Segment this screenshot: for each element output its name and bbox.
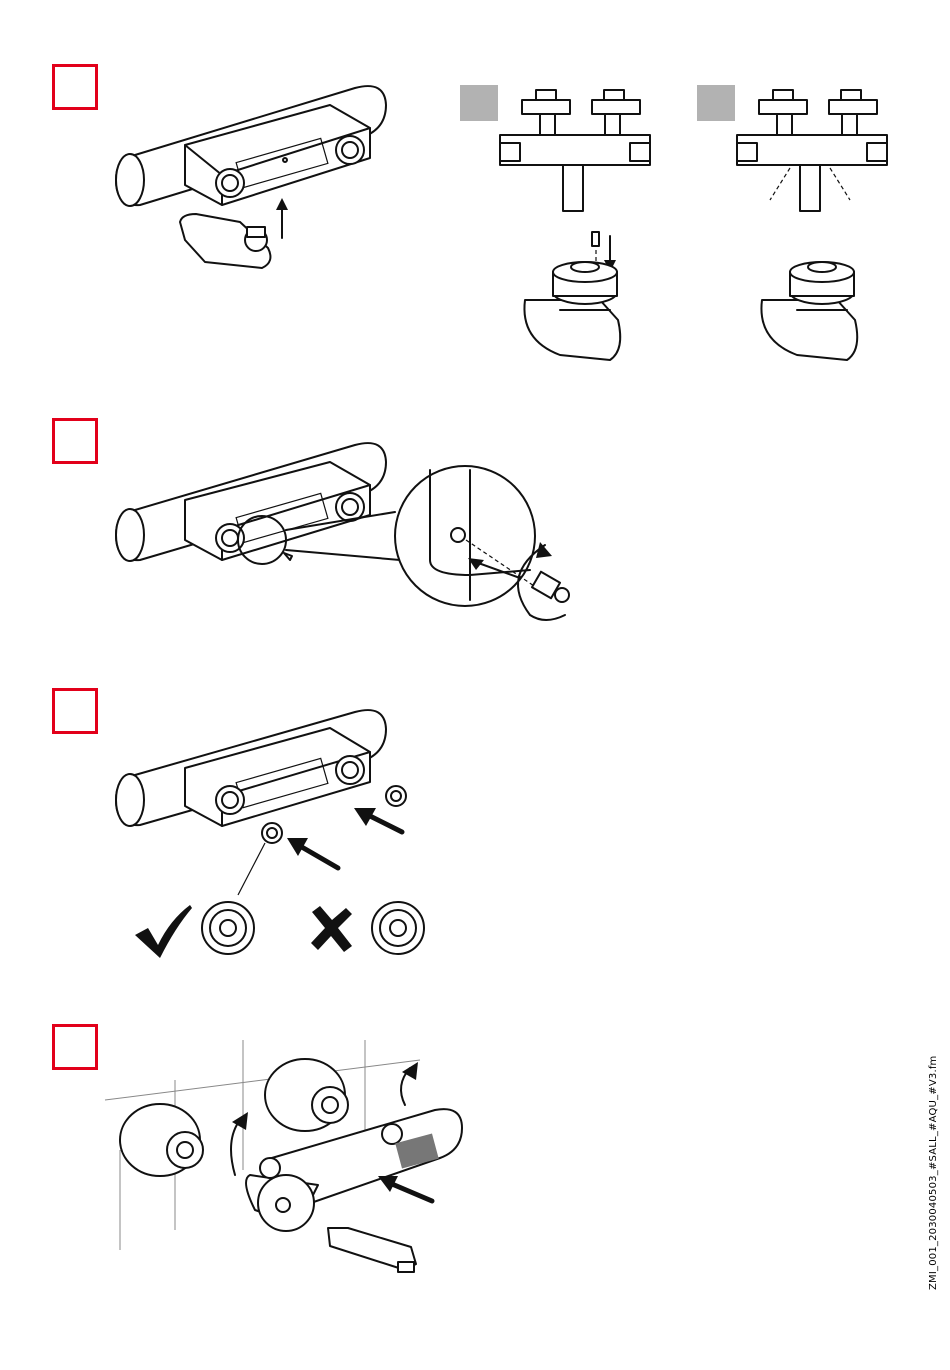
cross-mark-icon xyxy=(311,906,352,952)
step3-mixer-illustration xyxy=(116,710,424,958)
step4-installation-illustration xyxy=(105,1040,462,1272)
step1-mixer-illustration xyxy=(116,86,386,268)
check-mark-icon xyxy=(135,905,192,958)
option-a-schematic xyxy=(500,90,650,360)
step2-zoom-detail xyxy=(395,466,569,620)
option-b-schematic xyxy=(737,90,887,360)
step2-mixer-illustration xyxy=(116,443,400,564)
document-code: ZMI_001_2030040503_#SALL_#AQU_#V3.fm xyxy=(928,1056,939,1291)
